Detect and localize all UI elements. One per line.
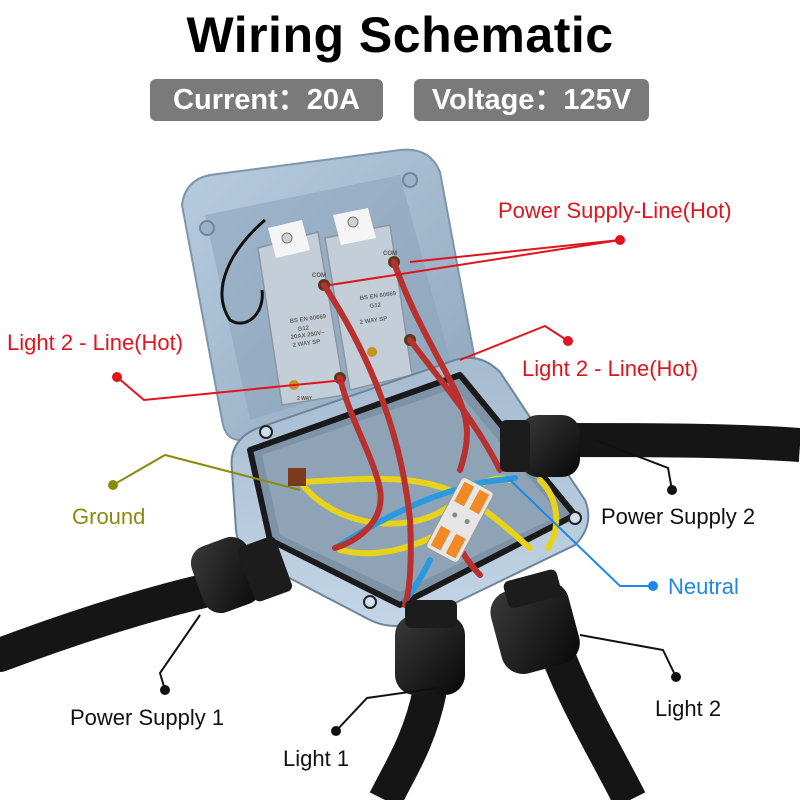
cable-gland-power-supply-2 bbox=[500, 415, 580, 477]
label-light2-hot-left: Light 2 - Line(Hot) bbox=[7, 330, 184, 355]
switch1-two-way-marking: 2 WAY bbox=[297, 396, 313, 402]
label-light-2: Light 2 bbox=[655, 696, 722, 721]
junction-box bbox=[230, 356, 590, 627]
leader-power-supply-1 bbox=[158, 614, 201, 695]
cable-gland-power-supply-1 bbox=[190, 536, 293, 614]
leader-light2-hot-right bbox=[459, 324, 573, 361]
switch2-com-marking: COM bbox=[383, 251, 397, 257]
leader-ground bbox=[108, 453, 301, 491]
leader-power-supply-hot bbox=[329, 235, 625, 286]
switch1-rating-marking: 20AX 250V~ bbox=[290, 330, 325, 341]
label-power-supply-1: Power Supply 1 bbox=[70, 705, 225, 730]
leader-light-2 bbox=[579, 634, 681, 682]
label-power-supply-2: Power Supply 2 bbox=[601, 504, 756, 529]
label-light-1: Light 1 bbox=[283, 746, 350, 771]
page-title: Wiring Schematic bbox=[186, 7, 614, 63]
cable-gland-light-2 bbox=[490, 569, 580, 674]
leader-light-1 bbox=[331, 687, 438, 736]
switch2-type-marking: 2 WAY SP bbox=[359, 316, 387, 326]
leader-neutral bbox=[509, 479, 658, 591]
lever-connector bbox=[426, 477, 494, 563]
voltage-rating-badge: Voltage：125V bbox=[414, 79, 649, 121]
switch1-code-marking: G12 bbox=[297, 325, 310, 333]
current-rating-badge: Current：20A bbox=[150, 79, 383, 121]
cable-light-2 bbox=[544, 653, 646, 800]
switch1-com-marking: COM bbox=[312, 273, 326, 279]
label-ground: Ground bbox=[72, 504, 146, 529]
label-power-supply-hot: Power Supply-Line(Hot) bbox=[498, 198, 732, 223]
label-light2-hot-right: Light 2 - Line(Hot) bbox=[522, 356, 699, 381]
cable-light-1 bbox=[369, 686, 447, 800]
switch1-type-marking: 2 WAY SP bbox=[292, 339, 320, 349]
label-neutral: Neutral bbox=[668, 574, 739, 599]
switch2-code-marking: G12 bbox=[369, 302, 382, 310]
cable-gland-light-1 bbox=[395, 600, 465, 695]
cable-power-supply-2 bbox=[559, 423, 800, 462]
leader-power-supply-2 bbox=[594, 439, 677, 495]
switch1-standard-marking: BS EN 60669 bbox=[289, 314, 327, 325]
leader-light2-hot-left bbox=[112, 372, 346, 402]
switch2-standard-marking: BS EN 60669 bbox=[359, 291, 397, 302]
ground-terminal bbox=[288, 468, 306, 486]
